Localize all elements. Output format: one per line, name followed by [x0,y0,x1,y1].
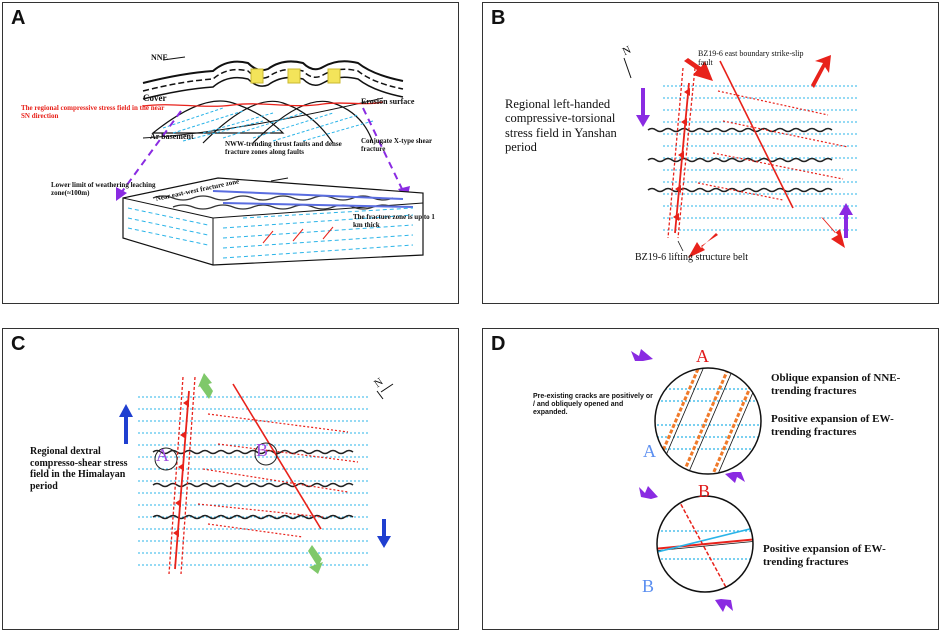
panel-label: D [491,333,506,355]
cover-label: Cover [143,93,167,103]
panel-a: A [2,2,459,304]
cracks-label: Pre-existing cracks are positively or / … [533,393,653,417]
lifting-belt-label: BZ19-6 lifting structure belt [635,252,749,263]
oblique-expansion-label: Oblique expansion of NNE-trending fractu… [771,372,901,397]
circle-a-label: A [156,445,169,465]
panel-label: A [11,7,26,29]
panel-d: D [482,328,939,630]
stress-field-label: The regional compressive stress field in… [21,104,165,121]
side-b-label: B [642,576,655,596]
panel-b: B [482,2,939,304]
basement-label: Ar basement [150,132,194,141]
panel-c-diagram [119,373,394,575]
circle-b-label: B [256,440,269,460]
boundary-fault-label: BZ19-6 east boundary strike-slip fault [698,49,804,68]
conjugate-label: Conjugate X-type shear fracture [361,137,433,154]
panel-c: C [2,328,459,630]
stress-field-label: Regional dextral compresso-shear stress … [30,446,128,492]
positive-expansion-label-1: Positive expansion of EW-trending fractu… [771,413,894,438]
panel-d-diagram [631,349,762,612]
erosion-surface-label: Erosion surface [361,97,415,106]
nww-fault-label: NWW-trending thrust faults and dense fra… [225,140,342,157]
panel-label: C [11,333,26,355]
weathering-label: Lower limit of weathering leaching zone(… [51,181,156,198]
circle-a-top-label: A [696,346,709,366]
thickness-label: The fracture zone is up to 1 km thick [353,213,435,230]
circle-b-top-label: B [698,481,711,501]
nne-label: NNE [151,53,168,62]
positive-expansion-label-2: Positive expansion of EW-trending fractu… [763,543,886,568]
panel-a-diagram [116,56,424,266]
stress-field-label: Regional left-handed compressive-torsion… [505,97,617,155]
side-a-label: A [643,441,656,461]
panel-b-diagram [623,55,858,258]
panel-label: B [491,7,506,29]
